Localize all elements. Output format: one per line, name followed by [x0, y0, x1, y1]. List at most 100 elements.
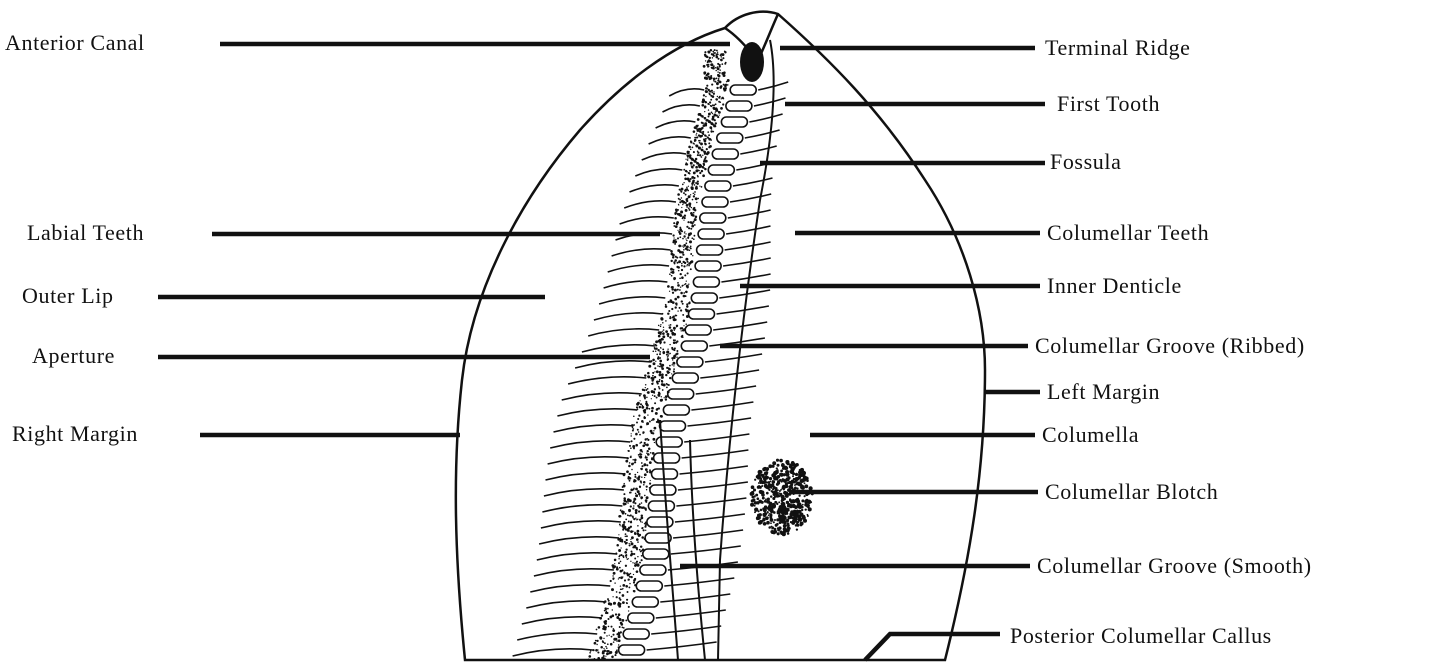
stipple-dot [627, 502, 629, 504]
label-outer-lip: Outer Lip [22, 283, 114, 308]
stipple-dot [630, 539, 631, 540]
columellar-tooth [712, 149, 738, 159]
columellar-tooth [619, 645, 645, 655]
columellar-ridge [749, 114, 782, 122]
stipple-dot [598, 626, 601, 629]
stipple-dot [636, 403, 639, 406]
stipple-dot [696, 133, 697, 134]
stipple-dot [711, 90, 713, 92]
stipple-dot [667, 358, 669, 360]
blotch-dot [783, 520, 787, 524]
stipple-dot [644, 444, 646, 446]
stipple-dot [626, 599, 628, 601]
stipple-dot [607, 608, 609, 610]
stipple-dot [617, 640, 619, 642]
blotch-dot [806, 504, 810, 508]
stipple-dot [685, 194, 687, 196]
stipple-dot [625, 518, 627, 520]
stipple-dot [662, 389, 664, 391]
stipple-dot [618, 534, 619, 535]
labial-tooth [599, 297, 665, 304]
stipple-dot [597, 657, 600, 660]
stipple-dot [626, 542, 628, 544]
stipple-dot [661, 383, 663, 385]
stipple-dot [646, 459, 648, 461]
blotch-dot [777, 469, 779, 471]
blotch-dot [781, 487, 783, 489]
stipple-dot [671, 364, 672, 365]
stipple-dot [704, 158, 706, 160]
stipple-dot [603, 621, 606, 624]
blotch-dot [789, 512, 793, 516]
blotch-dot [759, 479, 763, 483]
columellar-tooth [645, 533, 671, 543]
stipple-dot [643, 389, 645, 391]
stipple-dot [659, 363, 661, 365]
stipple-dot [614, 654, 616, 656]
stipple-dot [698, 134, 700, 136]
labial-tooth [608, 265, 669, 272]
stipple-dot [622, 594, 625, 597]
stipple-dot [640, 468, 642, 470]
columellar-ridge [680, 466, 748, 474]
stipple-dot [603, 648, 604, 649]
stipple-dot [673, 356, 676, 359]
blotch-dot [781, 497, 785, 501]
label-first-tooth: First Tooth [1057, 91, 1160, 116]
stipple-dot [692, 187, 694, 189]
blotch-dot [757, 475, 760, 478]
labial-tooth [550, 441, 630, 448]
columellar-ridge [651, 626, 721, 634]
stipple-dot [642, 522, 643, 523]
stipple-dot [673, 222, 675, 224]
stipple-dot [697, 176, 699, 178]
stipple-dot [628, 509, 631, 512]
stipple-dot [641, 527, 643, 529]
columellar-tooth [721, 117, 747, 127]
columellar-tooth [672, 373, 698, 383]
stipple-dot [601, 614, 603, 616]
columellar-ridge [656, 610, 726, 618]
stipple-dot [684, 284, 685, 285]
stipple-dot [650, 452, 652, 454]
stipple-dot [623, 504, 625, 506]
stipple-dot [628, 578, 630, 580]
blotch-dot [771, 490, 773, 492]
stipple-dot [711, 61, 712, 62]
stipple-dot [721, 98, 722, 99]
blotch-dot [806, 485, 808, 487]
stipple-dot [640, 545, 642, 547]
stipple-dot [611, 636, 613, 638]
stipple-dot [715, 122, 717, 124]
stipple-dot [628, 520, 630, 522]
stipple-dot [637, 490, 640, 493]
stipple-dot [681, 285, 683, 287]
blotch-dot [772, 488, 774, 490]
stipple-dot [679, 232, 682, 235]
stipple-dot [681, 276, 684, 279]
stipple-dot [640, 453, 642, 455]
stipple-dot [698, 198, 699, 199]
stipple-dot [693, 177, 695, 179]
blotch-dot [802, 516, 806, 520]
blotch-dot [776, 523, 779, 526]
blotch-dot [769, 477, 772, 480]
stipple-dot [641, 451, 643, 453]
stipple-dot [634, 459, 637, 462]
stipple-dot [635, 493, 637, 495]
columellar-ridge [675, 514, 745, 522]
stipple-dot [613, 641, 615, 643]
stipple-dot [619, 597, 621, 599]
blotch-dot [795, 463, 799, 467]
stipple-dot [648, 447, 651, 450]
blotch-dot [782, 532, 786, 536]
stipple-dot [653, 430, 654, 431]
stipple-dot [659, 371, 662, 374]
blotch-dot [793, 466, 796, 469]
stipple-dot [635, 547, 637, 549]
stipple-dot [707, 131, 709, 133]
stipple-dot [712, 131, 714, 133]
stipple-dot [640, 403, 642, 405]
stipple-dot [699, 186, 700, 187]
blotch-dot [783, 479, 787, 483]
